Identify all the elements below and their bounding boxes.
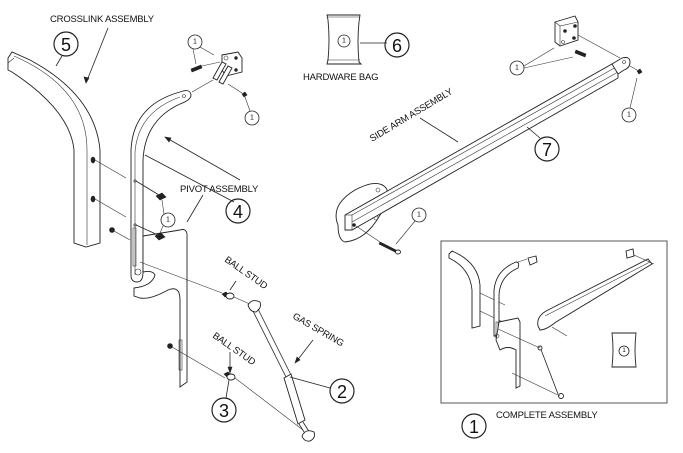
svg-text:3: 3 bbox=[219, 401, 229, 421]
svg-text:4: 4 bbox=[233, 202, 243, 222]
svg-text:1: 1 bbox=[515, 65, 519, 72]
ball-stud-lower-label: BALL STUD bbox=[210, 330, 257, 368]
svg-text:1: 1 bbox=[627, 112, 631, 119]
svg-text:1: 1 bbox=[622, 348, 626, 354]
hardware-bag-label: HARDWARE BAG bbox=[303, 72, 378, 83]
callout-hardware-bracket-screw: 1 bbox=[244, 96, 260, 126]
complete-assembly-inset: 1 bbox=[440, 240, 668, 404]
arrow-icon bbox=[164, 136, 172, 143]
pivot-leader bbox=[186, 194, 204, 223]
callout-hardware-bracket-top: 1 bbox=[187, 34, 215, 65]
callout-hardware-pivot-bolts: 1 bbox=[159, 199, 176, 234]
svg-text:7: 7 bbox=[542, 140, 552, 160]
svg-text:1: 1 bbox=[166, 217, 170, 224]
callout-hardware-sidearm-screw: 1 bbox=[621, 77, 638, 123]
svg-text:1: 1 bbox=[417, 212, 421, 219]
callout-4-leader bbox=[144, 154, 235, 203]
svg-text:1: 1 bbox=[469, 417, 479, 437]
side-arm-label: SIDE ARM ASSEMBLY bbox=[368, 86, 456, 145]
ball-stud-upper-label: BALL STUD bbox=[222, 254, 269, 292]
callout-hardware-sidearm-bolt: 1 bbox=[395, 207, 427, 245]
side-arm-leader bbox=[419, 117, 459, 143]
complete-assembly-label: COMPLETE ASSEMBLY bbox=[496, 410, 598, 421]
crosslink-leader bbox=[85, 27, 109, 84]
callout-3: 3 bbox=[211, 379, 237, 423]
callout-2: 2 bbox=[289, 376, 355, 404]
callout-1: 1 bbox=[461, 413, 487, 439]
svg-text:6: 6 bbox=[392, 36, 402, 56]
pivot-assembly bbox=[109, 51, 248, 388]
hardware-bag: 1 bbox=[326, 14, 387, 65]
pivot-label: PIVOT ASSEMBLY bbox=[180, 184, 259, 195]
svg-text:1: 1 bbox=[342, 38, 346, 45]
svg-text:5: 5 bbox=[61, 35, 71, 55]
gas-spring-label: GAS SPRING bbox=[291, 311, 346, 349]
callout-4: 4 bbox=[225, 198, 251, 224]
side-arm-assembly bbox=[335, 15, 643, 255]
callout-hardware-sidearm-bracket: 1 bbox=[509, 47, 574, 76]
crosslink-label: CROSSLINK ASSEMBLY bbox=[50, 14, 155, 25]
ball-stud-upper-leader bbox=[229, 280, 237, 291]
svg-text:1: 1 bbox=[193, 39, 197, 46]
gas-spring bbox=[139, 261, 315, 442]
callout-6: 6 bbox=[384, 32, 410, 58]
callout-5: 5 bbox=[53, 31, 79, 67]
pivot-leader-2 bbox=[164, 136, 241, 181]
arrow-icon bbox=[227, 366, 233, 374]
svg-text:1: 1 bbox=[250, 115, 254, 122]
arrow-icon bbox=[294, 356, 301, 364]
arrow-icon bbox=[83, 76, 90, 84]
callout-7: 7 bbox=[526, 126, 560, 162]
svg-text:2: 2 bbox=[337, 382, 347, 402]
crosslink-assembly bbox=[7, 51, 127, 248]
gas-spring-leader bbox=[295, 339, 314, 363]
